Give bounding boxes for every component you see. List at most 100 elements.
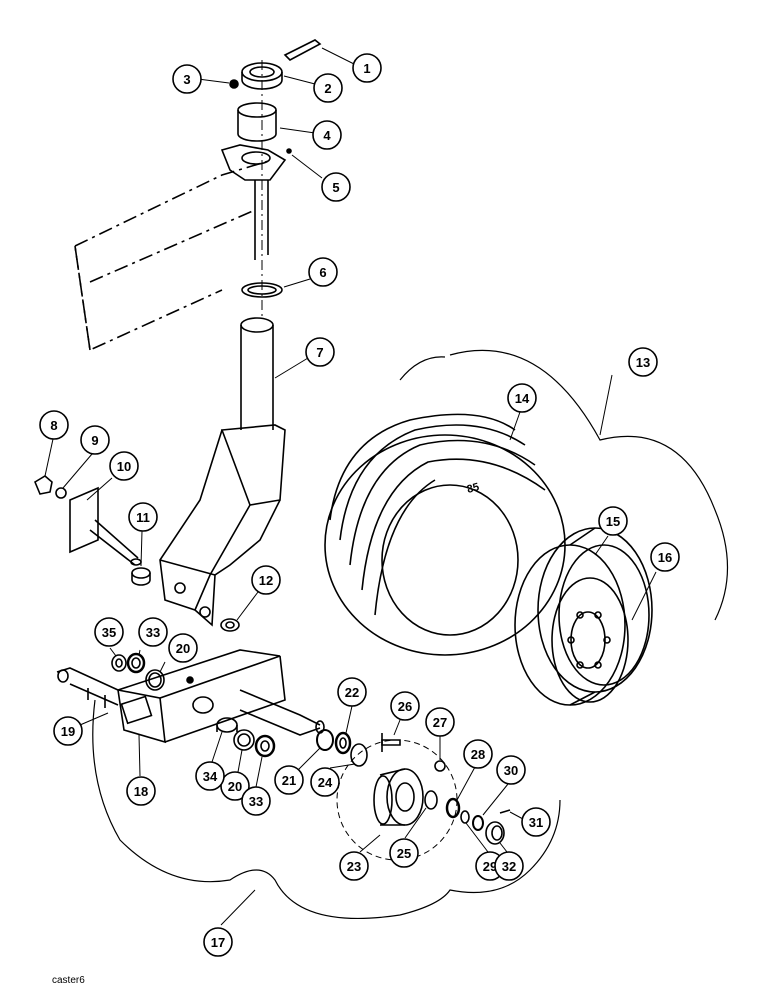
bolt-26 — [381, 733, 401, 752]
callout-circle — [94, 617, 124, 647]
callout-13-text: 13 — [636, 355, 650, 370]
callout-33-lower-text: 33 — [249, 794, 263, 809]
callout-circle — [337, 677, 367, 707]
tire-14: 85 — [324, 413, 566, 656]
setscrew-3 — [229, 79, 239, 89]
cup-25 — [424, 790, 438, 810]
callout-18-text: 18 — [134, 784, 148, 799]
callout-circle — [507, 383, 537, 413]
callout-35: 35 — [94, 617, 124, 647]
washer-6 — [241, 282, 283, 298]
seal-21 — [316, 729, 334, 751]
dust-cap-32 — [485, 821, 505, 845]
frame-tube — [74, 159, 273, 352]
bushing-11 — [131, 567, 151, 586]
bearing-33-lower — [254, 734, 276, 758]
callout-34: 34 — [195, 761, 225, 791]
bearing-33-upper — [126, 652, 146, 674]
callout-24: 24 — [310, 767, 340, 797]
callout-circle — [128, 502, 158, 532]
callout-35-text: 35 — [102, 625, 116, 640]
callout-9: 9 — [80, 425, 110, 455]
callout-25-text: 25 — [397, 846, 411, 861]
callout-19-text: 19 — [61, 724, 75, 739]
figure-label: caster6 — [52, 975, 85, 986]
callout-33-upper: 33 — [138, 617, 168, 647]
callout-29-text: 29 — [483, 859, 497, 874]
callout-15-text: 15 — [606, 514, 620, 529]
collar-2 — [241, 62, 283, 90]
callout-20-upper: 20 — [168, 633, 198, 663]
callout-17: 17 — [203, 927, 233, 957]
callout-26-text: 26 — [398, 699, 412, 714]
callout-circle — [339, 851, 369, 881]
callout-circle — [80, 425, 110, 455]
frame-bore — [241, 151, 271, 165]
callout-10-text: 10 — [117, 459, 131, 474]
callout-33-upper-text: 33 — [146, 625, 160, 640]
callout-13: 13 — [628, 347, 658, 377]
callout-7: 7 — [305, 337, 335, 367]
callout-22-text: 22 — [345, 685, 359, 700]
callout-circle — [220, 771, 250, 801]
callout-17-text: 17 — [211, 935, 225, 950]
rim-15 — [514, 527, 653, 706]
wheel-disc-16 — [551, 577, 629, 703]
callout-28-text: 28 — [471, 747, 485, 762]
pin-1 — [283, 39, 322, 61]
callout-30: 30 — [496, 755, 526, 785]
callout-24-text: 24 — [318, 775, 333, 790]
callout-circle — [496, 755, 526, 785]
callout-30-text: 30 — [504, 763, 518, 778]
spindle-19 — [56, 667, 119, 708]
callout-28: 28 — [463, 739, 493, 769]
callout-circle — [251, 565, 281, 595]
callout-circle — [598, 506, 628, 536]
callout-circle — [138, 617, 168, 647]
callout-18: 18 — [126, 776, 156, 806]
callout-circle — [425, 707, 455, 737]
callout-circle — [494, 851, 524, 881]
callout-15: 15 — [598, 506, 628, 536]
callout-23-text: 23 — [347, 859, 361, 874]
callout-circle — [313, 73, 343, 103]
callout-21: 21 — [274, 765, 304, 795]
bearing-28 — [445, 797, 461, 819]
callout-21-text: 21 — [282, 773, 296, 788]
callout-8-text: 8 — [50, 418, 57, 433]
callout-circle — [53, 716, 83, 746]
callout-12: 12 — [251, 565, 281, 595]
callout-32: 32 — [494, 851, 524, 881]
callout-circle — [321, 172, 351, 202]
callout-16-text: 16 — [658, 550, 672, 565]
callout-circle — [172, 64, 202, 94]
callout-circle — [463, 739, 493, 769]
callout-circle — [312, 120, 342, 150]
grease-fitting-5 — [286, 148, 292, 154]
leader-lines — [44, 47, 657, 926]
axle-18 — [117, 649, 286, 744]
callout-4: 4 — [312, 120, 342, 150]
callout-27: 27 — [425, 707, 455, 737]
spindle-right — [239, 689, 325, 736]
callout-circle — [203, 927, 233, 957]
callout-22: 22 — [337, 677, 367, 707]
bushing-34 — [216, 717, 238, 733]
callout-circle — [628, 347, 658, 377]
callout-11: 11 — [128, 502, 158, 532]
callout-1: 1 — [352, 53, 382, 83]
callout-26: 26 — [390, 691, 420, 721]
callout-2: 2 — [313, 73, 343, 103]
callout-circle — [126, 776, 156, 806]
callout-4-text: 4 — [323, 128, 331, 143]
callout-circle — [274, 765, 304, 795]
callout-23: 23 — [339, 851, 369, 881]
washer-29 — [460, 810, 470, 824]
frame-bracket-side — [254, 180, 269, 260]
callout-circle — [389, 838, 419, 868]
callout-27-text: 27 — [433, 715, 447, 730]
callout-20-upper-text: 20 — [176, 641, 190, 656]
pivot-pin-10 — [69, 486, 142, 566]
callout-circle — [195, 761, 225, 791]
